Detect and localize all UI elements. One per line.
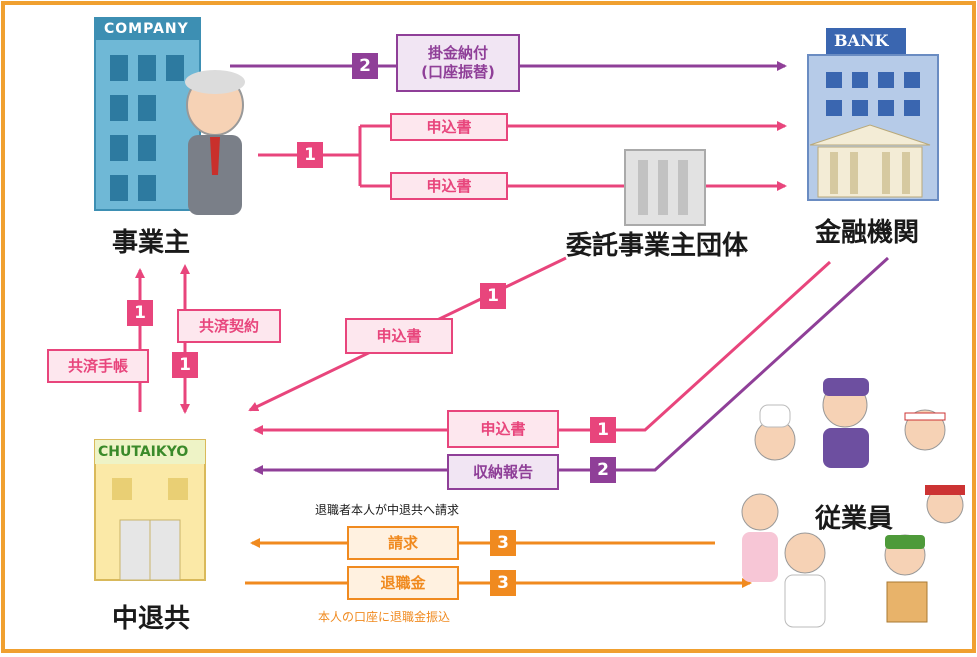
payment-box: 掛金納付 (口座振替) bbox=[396, 34, 520, 92]
arrow-receipt-report bbox=[253, 256, 890, 475]
bank-sign: BANK bbox=[834, 31, 889, 50]
company-building-icon bbox=[94, 17, 201, 211]
payment-label-line2: (口座振替) bbox=[421, 63, 495, 81]
application-step-number: 1 bbox=[297, 142, 323, 168]
employees-label: 従業員 bbox=[815, 504, 894, 534]
employer-label: 事業主 bbox=[112, 228, 191, 258]
retirement-pay-step-number: 3 bbox=[490, 570, 516, 596]
bank-application-box: 申込書 bbox=[447, 410, 559, 448]
bank-label: 金融機関 bbox=[815, 218, 920, 248]
consignor-group-building-icon bbox=[624, 149, 706, 226]
company-sign: COMPANY bbox=[104, 21, 189, 37]
chutaikyo-label: 中退共 bbox=[112, 604, 191, 634]
claim-step-number: 3 bbox=[490, 530, 516, 556]
retirement-pay-note: 本人の口座に退職金振込 bbox=[318, 610, 451, 624]
application-via-group-box: 申込書 bbox=[390, 172, 508, 200]
application-direct-box: 申込書 bbox=[390, 113, 508, 141]
handbook-step-number: 1 bbox=[127, 300, 153, 326]
receipt-report-step-number: 2 bbox=[590, 457, 616, 483]
employees-group-icon bbox=[741, 378, 965, 628]
claim-note: 退職者本人が中退共へ請求 bbox=[315, 503, 460, 517]
employer-person-icon bbox=[185, 70, 245, 215]
bank-building-icon bbox=[807, 28, 939, 201]
retirement-pay-box: 退職金 bbox=[347, 566, 459, 600]
payment-step-number: 2 bbox=[352, 53, 378, 79]
handbook-box: 共済手帳 bbox=[47, 349, 149, 383]
chutaikyo-sign: CHUTAIKYO bbox=[98, 444, 189, 460]
contract-box: 共済契約 bbox=[177, 309, 281, 343]
contract-step-number: 1 bbox=[172, 352, 198, 378]
group-application-step-number: 1 bbox=[480, 283, 506, 309]
claim-box: 請求 bbox=[347, 526, 459, 560]
chutaikyo-building-icon bbox=[94, 439, 206, 581]
consignor-group-label: 委託事業主団体 bbox=[566, 231, 749, 261]
receipt-report-box: 収納報告 bbox=[447, 454, 559, 490]
bank-application-step-number: 1 bbox=[590, 417, 616, 443]
arrow-bank-application bbox=[253, 260, 832, 435]
payment-label-line1: 掛金納付 bbox=[427, 44, 488, 63]
group-application-box: 申込書 bbox=[345, 318, 453, 354]
